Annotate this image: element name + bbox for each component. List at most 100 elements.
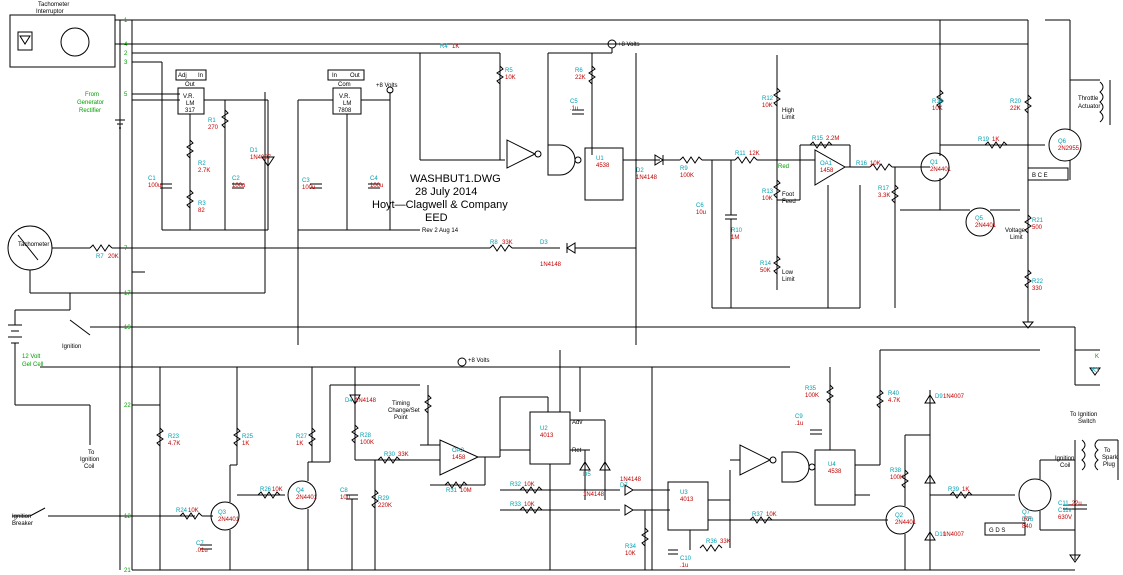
ic-u3-4013 — [667, 481, 709, 531]
plus8-top: +8 Volts — [618, 42, 640, 48]
reg2-com: Com — [338, 82, 351, 88]
res-ref-5: R6 — [575, 68, 583, 74]
diode-val-1: 1N4148 — [636, 175, 658, 181]
res-ref-17: R18 — [932, 99, 944, 105]
res-ref-18: R19 — [978, 137, 990, 143]
tr-ref-0: Q1 — [930, 160, 939, 166]
cap-val-10: .22u — [1070, 501, 1082, 507]
diode-ref-1: D2 — [636, 168, 644, 174]
diode-val-7: 1N4007 — [943, 532, 965, 538]
res-ref-27: R28 — [360, 433, 372, 439]
nand-gate-lower — [781, 451, 810, 483]
tachometer-gauge — [7, 225, 53, 271]
cap-val-2: 100u — [302, 185, 315, 191]
tr-val-6: IRF — [1022, 517, 1032, 523]
tr-ref-6: Q7 — [1022, 510, 1031, 516]
res-val-3: 1K — [452, 44, 459, 50]
reg1-part: LM — [186, 101, 194, 107]
res-ref-30: R31 — [446, 488, 458, 494]
res-ref-37: R38 — [890, 468, 902, 474]
res-val-10: 12K — [749, 151, 760, 157]
res-val-13: 50K — [760, 268, 771, 274]
pin-12: 12 — [124, 514, 131, 520]
cap-ref-2: C3 — [302, 178, 310, 184]
plug-label1: To — [1104, 448, 1111, 454]
ic-val-5: 1458 — [452, 455, 466, 461]
title-line3: Hoyt—Clagwell & Company — [372, 199, 508, 211]
res-ref-32: R33 — [510, 502, 522, 508]
reg1-label: V.R. — [183, 94, 194, 100]
res-val-32: 10K — [524, 502, 535, 508]
mosfet-q7 — [1018, 478, 1052, 512]
pin-17: 17 — [124, 291, 131, 297]
plug-label2: Spark — [1102, 455, 1119, 461]
cap-ref-10: C11 — [1058, 501, 1069, 507]
tr-ref-1: Q2 — [895, 513, 904, 519]
foot-label2: Feed — [782, 199, 796, 205]
res-val-30: 10M — [460, 488, 472, 494]
red-label: Red — [778, 164, 789, 170]
pin-4: 4 — [124, 42, 128, 48]
title-line2: 28 July 2014 — [415, 186, 477, 198]
tr-ref-2: Q3 — [218, 510, 227, 516]
title-line1: WASHBUT1.DWG — [410, 173, 501, 185]
res-ref-3: R4 — [440, 44, 448, 50]
tr-ref-3: Q4 — [296, 488, 305, 494]
cap-val-3: 100u — [370, 183, 383, 189]
res-val-16: 3.3K — [878, 193, 890, 199]
phototransistor-symbol — [60, 27, 90, 57]
reg1-in: In — [198, 73, 203, 79]
regulator-lm317 — [177, 87, 205, 115]
ic-u1-4538 — [814, 449, 856, 506]
plus8-reg: +8 Volts — [376, 83, 398, 89]
cap-ref-11: C11v — [1058, 508, 1072, 514]
res-val-7: 33K — [502, 240, 513, 246]
ic-ref-4: OA1 — [820, 161, 833, 167]
high-label1: High — [782, 108, 794, 114]
res-val-37: 100K — [890, 475, 904, 481]
res-ref-14: R15 — [812, 136, 824, 142]
tach-interruptor-box — [9, 14, 116, 68]
cap-val-7: 10u — [340, 495, 350, 501]
cap-ref-9: C10 — [680, 556, 692, 562]
tr-ref-7: Q7b — [1022, 517, 1034, 523]
thr-label1: Throttle — [1078, 96, 1099, 102]
res-val-0: 270 — [208, 125, 219, 131]
res-val-28: 220K — [378, 503, 392, 509]
res-ref-25: R26 — [260, 487, 272, 493]
cap-ref-6: C7 — [196, 541, 204, 547]
ic-val-1: 4013 — [540, 433, 554, 439]
res-ref-20: R21 — [1032, 218, 1044, 224]
title-rev: Rev 2 Aug 14 — [422, 228, 459, 234]
res-val-39: 4.7K — [888, 398, 900, 404]
reg1-adj: Adj — [178, 73, 187, 79]
res-val-9: 1M — [731, 235, 739, 241]
coil-label1: Ignition — [1055, 456, 1074, 462]
ign-coil-label3: Coil — [84, 464, 94, 470]
res-ref-22: R23 — [168, 434, 180, 440]
pin-7: 7 — [124, 246, 128, 252]
opamp-1458-mid — [439, 439, 480, 476]
tr-val-0: 2N4401 — [930, 167, 952, 173]
reg2-in: In — [332, 73, 337, 79]
res-ref-38: R39 — [948, 487, 960, 493]
ic-ref-5: OA2 — [452, 448, 465, 454]
batt-label1: 12 Volt — [22, 354, 41, 360]
pin-1: 1 — [124, 18, 128, 24]
pin-22: 22 — [124, 403, 131, 409]
cap-val-4: .1u — [570, 106, 578, 112]
ic-ref-2: U3 — [680, 490, 688, 496]
transistor-q3 — [210, 501, 240, 531]
res-val-20: 500 — [1032, 225, 1043, 231]
tach-label: Tachometer — [18, 242, 49, 248]
diode-val-5: 1N4148 — [620, 477, 642, 483]
tr-val-3: 2N4401 — [296, 495, 318, 501]
diode-val-0: 1N4007 — [250, 155, 272, 161]
res-val-18: 1K — [992, 137, 999, 143]
tr-val-1: 2N4401 — [895, 520, 917, 526]
ret-label: Ret — [572, 448, 582, 454]
res-ref-4: R5 — [505, 68, 513, 74]
pin-5: 5 — [124, 92, 128, 98]
transistor-q1 — [920, 152, 950, 182]
res-val-12: 10K — [762, 196, 773, 202]
